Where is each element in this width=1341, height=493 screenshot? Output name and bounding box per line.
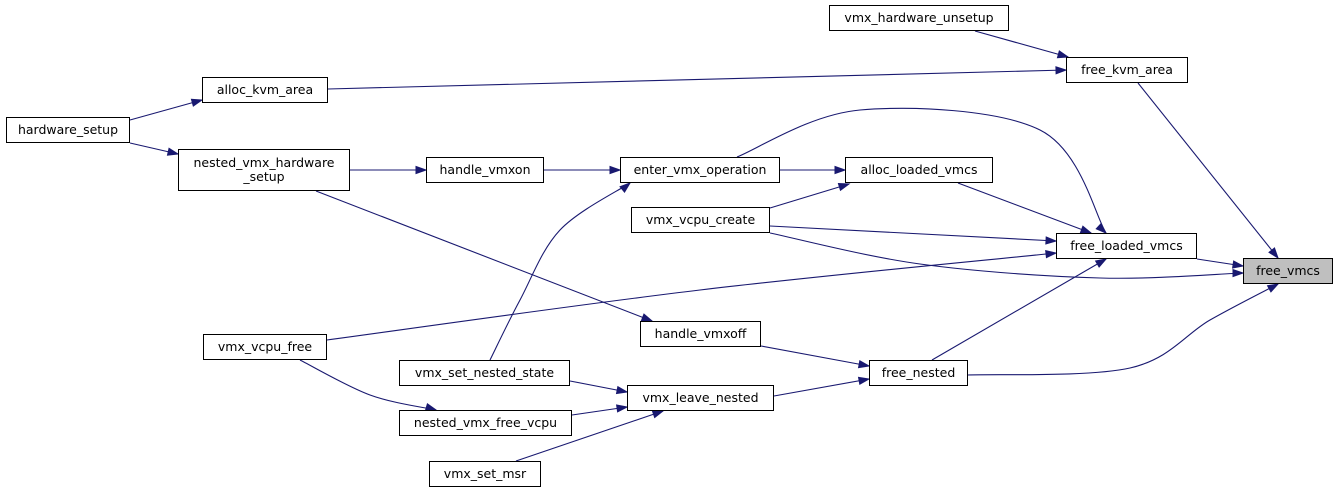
edge-vmx-hardware-unsetup-to-free-kvm-area [974, 30, 1070, 59]
edge-line [299, 359, 437, 411]
arrowhead [166, 147, 180, 156]
arrowhead [1094, 258, 1108, 268]
arrowhead [190, 98, 204, 107]
node-vmx-vcpu-create[interactable]: vmx_vcpu_create [631, 207, 770, 233]
node-vmx-leave-nested[interactable]: vmx_leave_nested [627, 385, 774, 411]
edge-free-nested-to-free-vmcs [967, 283, 1280, 376]
node-enter-vmx-operation[interactable]: enter_vmx_operation [620, 157, 780, 183]
edge-line [769, 225, 1057, 242]
edge-hardware-setup-to-nested-vmx-hardware-setup [129, 142, 180, 156]
edge-line [515, 410, 664, 462]
edge-vmx-vcpu-create-to-alloc-loaded-vmcs [769, 183, 851, 209]
edge-free-kvm-area-to-free-vmcs [1137, 82, 1279, 260]
edge-nested-vmx-free-vcpu-to-vmx-leave-nested [571, 404, 629, 416]
arrowhead [1266, 283, 1280, 293]
edge-nested-vmx-hardware-setup-to-handle-vmxon [350, 165, 428, 175]
edge-free-nested-to-free-loaded-vmcs [931, 258, 1108, 361]
arrowhead [1268, 247, 1279, 260]
node-free-loaded-vmcs[interactable]: free_loaded_vmcs [1056, 233, 1197, 259]
arrowhead [616, 404, 629, 413]
edge-vmx-set-nested-state-to-vmx-leave-nested [569, 380, 629, 395]
node-free-kvm-area[interactable]: free_kvm_area [1066, 57, 1188, 83]
edge-alloc-kvm-area-to-free-kvm-area [327, 66, 1068, 90]
edge-line [736, 107, 1107, 234]
node-handle-vmxon[interactable]: handle_vmxon [426, 157, 544, 183]
arrowhead [615, 385, 629, 395]
node-vmx-hardware-unsetup[interactable]: vmx_hardware_unsetup [829, 5, 1009, 31]
edge-line [327, 69, 1067, 90]
edge-line [315, 190, 653, 322]
edge-line [1137, 82, 1279, 259]
arrowhead [1055, 66, 1068, 75]
arrowhead [1079, 225, 1093, 234]
node-free-nested[interactable]: free_nested [869, 360, 968, 386]
edge-enter-vmx-operation-to-alloc-loaded-vmcs [780, 165, 847, 175]
edge-hardware-setup-to-alloc-kvm-area [129, 98, 204, 121]
arrowhead [1095, 222, 1108, 235]
edge-vmx-leave-nested-to-free-nested [773, 376, 871, 397]
edge-free-loaded-vmcs-to-free-vmcs [1196, 258, 1245, 269]
node-alloc-loaded-vmcs[interactable]: alloc_loaded_vmcs [845, 157, 993, 183]
edge-line [129, 99, 203, 121]
arrowhead [1231, 260, 1245, 269]
edge-vmx-vcpu-free-to-nested-vmx-free-vcpu [299, 359, 438, 412]
edge-line [760, 345, 870, 367]
node-vmx-set-nested-state[interactable]: vmx_set_nested_state [399, 360, 570, 386]
edge-handle-vmxon-to-enter-vmx-operation [544, 165, 622, 175]
edge-line [769, 232, 1244, 279]
arrowhead [415, 165, 428, 175]
edge-line [957, 182, 1092, 234]
edge-alloc-loaded-vmcs-to-free-loaded-vmcs [957, 182, 1093, 234]
edge-nested-vmx-hardware-setup-to-handle-vmxoff [315, 190, 654, 322]
edge-vmx-vcpu-create-to-free-vmcs [769, 232, 1245, 279]
edge-line [489, 182, 631, 361]
arrowhead [609, 165, 622, 175]
edge-vmx-set-nested-state-to-enter-vmx-operation [489, 182, 632, 361]
edge-enter-vmx-operation-to-free-loaded-vmcs [736, 107, 1108, 235]
edge-line [769, 183, 850, 209]
edge-line [326, 252, 1057, 341]
node-alloc-kvm-area[interactable]: alloc_kvm_area [202, 77, 328, 103]
edge-handle-vmxoff-to-free-nested [760, 345, 871, 369]
arrowhead [619, 182, 632, 193]
edge-vmx-vcpu-free-to-free-loaded-vmcs [326, 249, 1058, 341]
node-vmx-vcpu-free[interactable]: vmx_vcpu_free [203, 334, 327, 360]
node-nested-vmx-hardware-setup[interactable]: nested_vmx_hardware _setup [178, 149, 350, 191]
node-handle-vmxoff[interactable]: handle_vmxoff [640, 321, 761, 347]
arrowhead [837, 183, 851, 192]
arrowhead [640, 313, 654, 322]
node-nested-vmx-free-vcpu[interactable]: nested_vmx_free_vcpu [399, 410, 572, 436]
arrowhead [1045, 236, 1058, 245]
arrowhead [834, 165, 847, 175]
arrowhead [1045, 249, 1058, 259]
edge-line [967, 283, 1279, 376]
arrowhead [1056, 50, 1070, 59]
node-vmx-set-msr[interactable]: vmx_set_msr [429, 461, 541, 487]
edge-vmx-vcpu-create-to-free-loaded-vmcs [769, 225, 1058, 245]
edge-line [773, 378, 870, 397]
arrowhead [857, 376, 871, 385]
arrowhead [1232, 268, 1245, 278]
edge-line [974, 30, 1069, 58]
arrowhead [857, 359, 871, 369]
arrowhead [651, 410, 665, 419]
edge-line [931, 258, 1107, 361]
node-free-vmcs: free_vmcs [1243, 258, 1333, 284]
node-hardware-setup[interactable]: hardware_setup [6, 117, 130, 143]
